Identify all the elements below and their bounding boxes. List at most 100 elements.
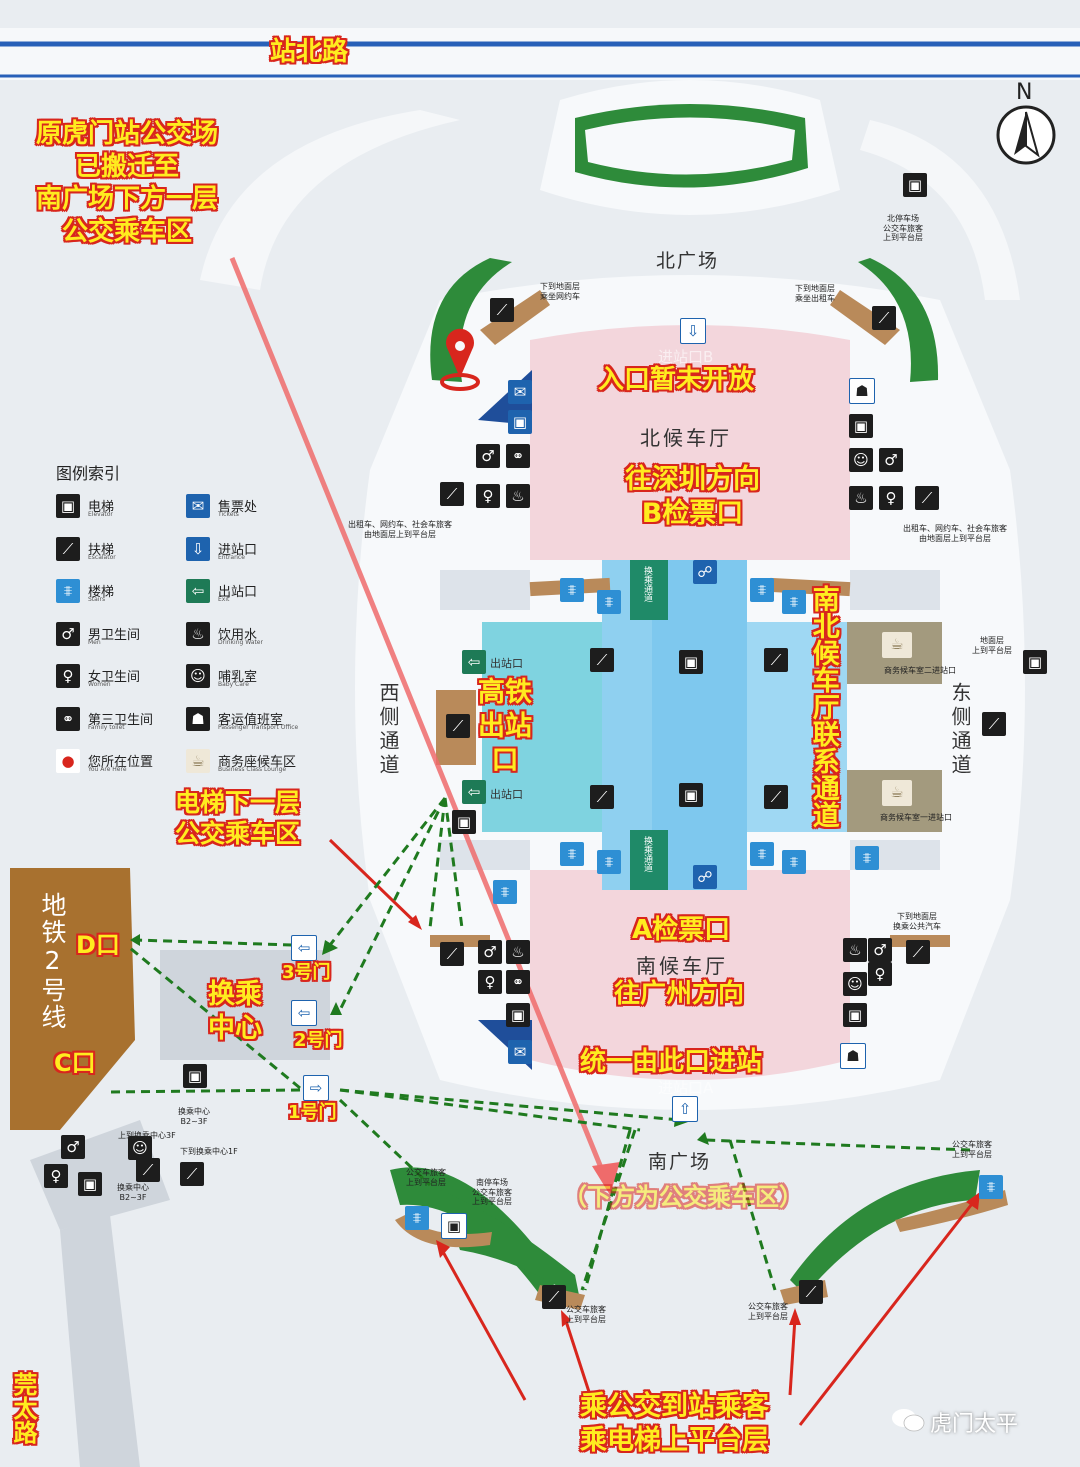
legend-item-name: 哺乳室 xyxy=(218,670,258,685)
escalator-icon[interactable]: ⟋ xyxy=(982,712,1006,736)
elevator-icon[interactable]: ▣ xyxy=(452,810,476,834)
legend-item-name: 扶梯 xyxy=(88,542,115,558)
metro-exit-d[interactable]: D口 xyxy=(76,931,120,959)
stairs-icon[interactable]: ⩨ xyxy=(979,1175,1003,1199)
business-lounge-icon[interactable]: ☕ xyxy=(882,632,912,658)
elevator-icon[interactable]: ▣ xyxy=(78,1172,102,1196)
baby-care-icon: ☺ xyxy=(186,664,210,688)
stairs-icon[interactable]: ⩨ xyxy=(782,590,806,614)
ticket-icon: ✉ xyxy=(186,494,210,518)
note-transfer-b2-3f: 换乘中心 B2~3F xyxy=(178,1107,210,1126)
note-bus-up-4: 公交车旅客 上到平台层 xyxy=(748,1302,788,1321)
elevator-icon[interactable]: ▣ xyxy=(441,1213,467,1239)
exit-icon-upper[interactable]: ⇦ xyxy=(462,650,486,674)
escalator-icon[interactable]: ⟋ xyxy=(906,940,930,964)
west-passage-label: 西侧通道 xyxy=(376,682,400,778)
gate-1-label[interactable]: 1号门 xyxy=(288,1102,337,1123)
bus-area-below-note: （下方为公交乘车区） xyxy=(563,1183,803,1211)
north-road-label: 站北路 xyxy=(270,37,349,67)
stairs-icon[interactable]: ⩨ xyxy=(405,1206,429,1230)
escalator-icon[interactable]: ⟋ xyxy=(440,942,464,966)
ticket-icon[interactable]: ✉ xyxy=(508,1040,532,1064)
ticket-gate-a-note: A检票口 xyxy=(632,915,731,945)
legend-item-sub: Tickets xyxy=(218,511,239,518)
ticket-check-icon: ☍ xyxy=(693,865,717,889)
mens-toilet-icon: ♂ xyxy=(478,940,502,964)
entrance-a-icon[interactable]: ⇧ xyxy=(672,1096,698,1122)
legend-item-sub: Men xyxy=(88,638,101,646)
gate-3-entrance-icon[interactable]: ⇦ xyxy=(291,935,317,961)
exit-icon-lower[interactable]: ⇦ xyxy=(462,780,486,804)
escalator-icon[interactable]: ⟋ xyxy=(590,785,614,809)
escalator-icon[interactable]: ⟋ xyxy=(440,482,464,506)
business-lounge-icon: ☕ xyxy=(186,749,210,773)
elevator-icon[interactable]: ▣ xyxy=(1023,650,1047,674)
stairs-icon[interactable]: ⩨ xyxy=(597,850,621,874)
metro-line-label: 地铁2号线 xyxy=(38,892,67,1031)
entrance-b-icon[interactable]: ⇩ xyxy=(680,318,706,344)
legend-item-sub: You Are Here xyxy=(88,766,127,773)
elevator-icon[interactable]: ▣ xyxy=(843,1003,867,1027)
stairs-icon[interactable]: ⩨ xyxy=(750,842,774,866)
elevator-icon[interactable]: ▣ xyxy=(903,173,927,197)
connector-passage-note: 南北候车厅联系通道 xyxy=(807,585,839,828)
legend-item-sub: Family toilet xyxy=(88,723,125,731)
gate-1-entrance-icon[interactable]: ⇨ xyxy=(303,1075,329,1101)
east-passage-label: 东侧通道 xyxy=(948,682,972,778)
stairs-icon[interactable]: ⩨ xyxy=(750,578,774,602)
stairs-icon[interactable]: ⩨ xyxy=(597,590,621,614)
note-north-bus-stop: 北停车场 公交车旅客 上到平台层 xyxy=(883,214,923,243)
legend-item-sub: Stairs xyxy=(88,596,106,603)
womens-toilet-icon: ♀ xyxy=(476,484,500,508)
gate-3-label[interactable]: 3号门 xyxy=(282,962,331,983)
business-lounge-icon[interactable]: ☕ xyxy=(882,780,912,806)
legend-item-sub: Passenger Transport Office xyxy=(218,723,299,731)
legend-item-sub: Elevator xyxy=(88,511,113,518)
transfer-channel-south: 换乘通道 xyxy=(642,836,652,872)
note-bus-up-5: 公交车旅客 上到平台层 xyxy=(952,1140,992,1159)
elevator-icon[interactable]: ▣ xyxy=(679,783,703,807)
mens-toilet-icon: ♂ xyxy=(868,938,892,962)
exit-label-lower: 出站口 xyxy=(490,788,523,801)
legend-item-name: 第三卫生间 xyxy=(88,712,154,728)
note-pickup-east: 出租车、网约车、社会车旅客 由地面层上到平台层 xyxy=(903,524,1007,543)
southwest-road-label: 莞太路 xyxy=(9,1372,37,1444)
escalator-icon[interactable]: ⟋ xyxy=(799,1280,823,1304)
entrance-b-label: 进站口B xyxy=(658,348,714,366)
escalator-icon[interactable]: ⟋ xyxy=(915,486,939,510)
escalator-icon[interactable]: ⟋ xyxy=(490,298,514,322)
elevator-icon[interactable]: ▣ xyxy=(506,1003,530,1027)
legend-item-name: 女卫生间 xyxy=(88,670,141,685)
elevator-icon[interactable]: ▣ xyxy=(679,650,703,674)
stairs-icon[interactable]: ⩨ xyxy=(782,850,806,874)
stairs-icon[interactable]: ⩨ xyxy=(493,880,517,904)
note-bus-up-2: 南停车场 公交车旅客 上到平台层 xyxy=(472,1178,512,1207)
metro-exit-c[interactable]: C口 xyxy=(54,1049,96,1077)
note-down-bus-transfer: 下到地面层 换乘公共汽车 xyxy=(893,912,941,931)
escalator-icon[interactable]: ⟋ xyxy=(446,714,470,738)
stairs-icon[interactable]: ⩨ xyxy=(560,842,584,866)
elevator-icon[interactable]: ▣ xyxy=(508,410,532,434)
elevator-icon[interactable]: ▣ xyxy=(183,1064,207,1088)
escalator-icon[interactable]: ⟋ xyxy=(764,785,788,809)
gate-2-label[interactable]: 2号门 xyxy=(294,1030,343,1051)
you-are-here-icon: ● xyxy=(56,749,80,773)
family-toilet-icon: ⚭ xyxy=(506,970,530,994)
stairs-icon[interactable]: ⩨ xyxy=(855,846,879,870)
escalator-icon[interactable]: ⟋ xyxy=(764,648,788,672)
stairs-icon[interactable]: ⩨ xyxy=(560,578,584,602)
escalator-icon[interactable]: ⟋ xyxy=(590,648,614,672)
guangzhou-direction-note: 往广州方向 xyxy=(614,979,745,1009)
elevator-icon[interactable]: ▣ xyxy=(849,414,873,438)
escalator-icon[interactable]: ⟋ xyxy=(542,1285,566,1309)
note-bus-up-1: 公交车旅客 上到平台层 xyxy=(406,1168,446,1187)
escalator-icon[interactable]: ⟋ xyxy=(136,1158,160,1182)
escalator-icon[interactable]: ⟋ xyxy=(872,306,896,330)
ticket-icon[interactable]: ✉ xyxy=(508,380,532,404)
legend-item-sub: Exit xyxy=(218,596,230,603)
gate-2-entrance-icon[interactable]: ⇦ xyxy=(291,1000,317,1026)
note-taxi-down-east: 下到地面层 乘坐出租车 xyxy=(795,284,835,303)
note-up-transfer-3f: 上到换乘中心3F xyxy=(118,1131,176,1140)
escalator-icon[interactable]: ⟋ xyxy=(180,1162,204,1186)
legend-item-name: 进站口 xyxy=(218,542,258,558)
